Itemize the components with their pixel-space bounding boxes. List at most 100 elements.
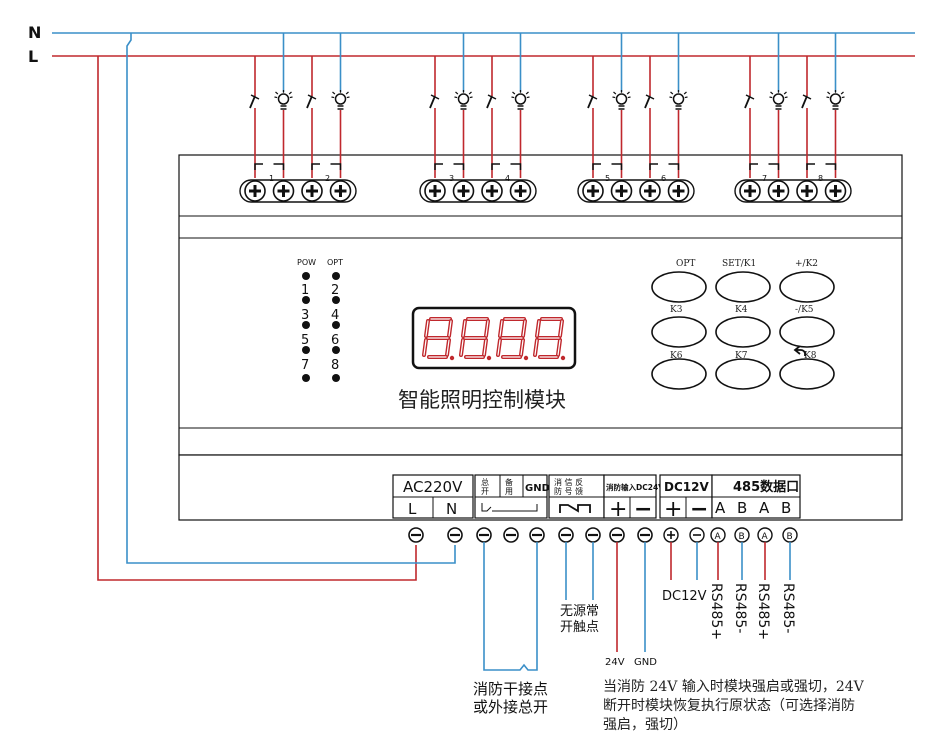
pow-header: POW — [297, 258, 316, 267]
fire-input-label: 消防输入DC24V — [606, 482, 664, 492]
screw-terminal-icon — [447, 527, 463, 543]
rs485-b1-label: B — [737, 499, 747, 517]
screw-terminal-icon — [667, 180, 690, 202]
key-k7[interactable] — [715, 358, 771, 390]
key-k3[interactable] — [651, 316, 707, 348]
screw-terminal-icon — [739, 180, 761, 202]
indicator-label-7: 7 — [301, 358, 309, 373]
key-label-k8: K8 — [804, 351, 817, 361]
seven-segment-digit — [533, 317, 566, 361]
24v-label: 24V — [605, 657, 625, 668]
key-k6[interactable] — [651, 358, 707, 390]
screw-terminal-icon — [767, 180, 790, 202]
master-label-top: 总 — [481, 477, 489, 487]
led-6 — [332, 346, 340, 354]
decimal-point — [560, 355, 566, 361]
top-terminal-strip — [734, 179, 852, 203]
key-plus-k2[interactable] — [779, 271, 835, 303]
seven-segment-display — [411, 306, 577, 370]
led-2 — [332, 296, 340, 304]
fire-dry-label-1: 消防干接点 — [473, 680, 548, 698]
led-7 — [302, 374, 310, 382]
gnd-label: GND — [525, 483, 550, 494]
bottom-terminal-block: AC220V L N 总 开 备 用 GND 消 信 反 防 号 馈 消防输入D… — [392, 474, 801, 522]
key-minus-k5[interactable] — [779, 316, 835, 348]
svg-text:A: A — [762, 532, 769, 542]
rs485-a2-label: A — [759, 499, 770, 517]
lamp-icon — [826, 90, 845, 110]
led-4 — [332, 321, 340, 329]
channel-number-1: 1 — [269, 174, 274, 183]
key-label-set-k1: SET/K1 — [722, 259, 756, 269]
indicator-label-3: 3 — [301, 308, 309, 323]
screw-terminal-icon — [639, 180, 661, 202]
fire-signal-label-2: 防 号 馈 — [554, 486, 583, 496]
bottom-labels: 无源常 开触点 24V GND DC12V RS485+ RS485- RS48… — [473, 583, 865, 733]
fire-input-plus: + — [609, 497, 627, 522]
indicator-label-6: 6 — [331, 333, 339, 348]
screw-terminal-icon — [558, 527, 574, 543]
screw-terminal-icon — [452, 180, 475, 202]
led-5 — [302, 346, 310, 354]
channel-numbers: 1 2 3 4 5 6 7 8 — [269, 174, 823, 183]
module-title: 智能照明控制模块 — [398, 388, 566, 412]
screw-terminal-icon — [503, 527, 519, 543]
key-label-k2: +/K2 — [795, 259, 818, 269]
key-set-k1[interactable] — [715, 271, 771, 303]
key-label-k3: K3 — [670, 305, 683, 315]
note-line-3: 强启，强切） — [603, 717, 687, 733]
relay-contact-icon — [592, 163, 623, 170]
rs485-terminal-icon: B — [782, 527, 798, 543]
gnd-wire-label: GND — [634, 657, 657, 668]
terminal-l-label: L — [408, 500, 417, 518]
screw-terminal-icon — [609, 527, 625, 543]
dc12v-header: DC12V — [664, 480, 709, 494]
relay-contact-icon — [491, 163, 522, 170]
pow-led — [302, 272, 310, 280]
top-terminal-strip — [577, 179, 695, 203]
backup-label-bottom: 用 — [505, 487, 513, 496]
key-k4[interactable] — [715, 316, 771, 348]
opt-header: OPT — [327, 258, 343, 267]
fire-input-minus: − — [634, 497, 652, 522]
relay-channels — [239, 33, 852, 203]
indicator-label-5: 5 — [301, 333, 309, 348]
dry-contact-label: 无源常 — [560, 604, 599, 619]
svg-text:A: A — [715, 532, 722, 542]
relay-contact-icon — [806, 163, 837, 170]
screw-terminal-icon — [424, 180, 446, 202]
lamp-icon — [769, 90, 788, 110]
top-terminal-strip — [239, 179, 357, 203]
screw-terminal-icon — [824, 180, 847, 202]
rs485-minus-label-2: RS485- — [780, 583, 796, 633]
rs485-b2-label: B — [781, 499, 791, 517]
seven-segment-digit — [496, 317, 529, 361]
note-line-2: 断开时模块恢复执行原状态（可选择消防 — [603, 697, 855, 714]
rs485-minus-label-1: RS485- — [732, 583, 748, 633]
key-label-k7: K7 — [735, 351, 748, 361]
channel-number-8: 8 — [818, 174, 823, 183]
channel-number-3: 3 — [449, 174, 454, 183]
screw-terminal-icon — [408, 527, 424, 543]
relay-contact-icon — [254, 163, 285, 170]
back-arrow-icon — [793, 345, 806, 356]
seven-segment-digit — [422, 317, 455, 361]
screw-terminal-icon — [476, 527, 492, 543]
keypad: OPT SET/K1 +/K2 K3 K4 -/K5 K6 K7 K8 — [651, 259, 835, 390]
screw-terminal-icon — [637, 527, 653, 543]
lamp-icon — [454, 90, 473, 110]
dc-terminal-icon — [663, 527, 679, 543]
key-label-opt: OPT — [676, 259, 695, 269]
channel-number-5: 5 — [605, 174, 610, 183]
key-k8[interactable] — [779, 358, 835, 390]
indicator-label-4: 4 — [331, 308, 339, 323]
lamp-wire — [826, 33, 845, 178]
indicator-panel: POW OPT 1 3 5 7 2 4 6 8 — [297, 258, 343, 382]
key-label-k5: -/K5 — [795, 305, 814, 315]
backup-label-top: 备 — [505, 477, 513, 487]
lamp-icon — [669, 90, 688, 110]
bus-l-label: L — [28, 47, 38, 66]
lamp-icon — [511, 90, 530, 110]
key-opt[interactable] — [651, 271, 707, 303]
lamp-icon — [331, 90, 350, 110]
